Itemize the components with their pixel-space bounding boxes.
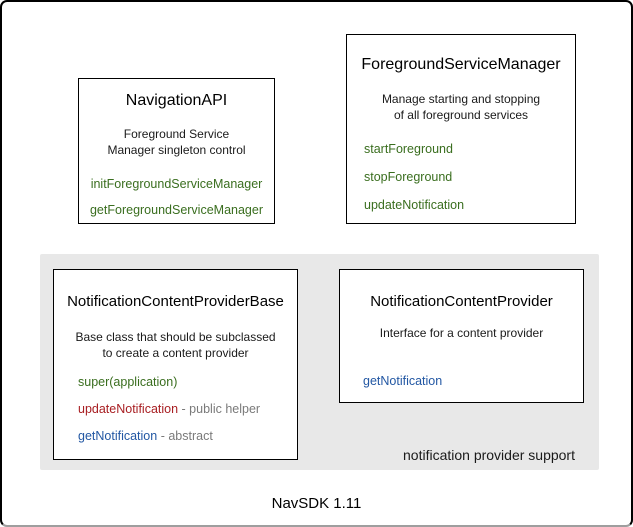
class-description: Base class that should be subclassed to …	[54, 329, 297, 361]
class-title-navigation-api: NavigationAPI	[125, 92, 228, 109]
method-annotation: - abstract	[157, 429, 213, 443]
method-list: initForegroundServiceManager getForegrou…	[79, 177, 274, 217]
method-stopForeground: stopForeground	[364, 170, 453, 184]
method-name: updateNotification	[78, 402, 179, 416]
class-box-foreground-service-manager: ForegroundServiceManager Manage starting…	[346, 34, 576, 224]
method-super-application: super(application)	[78, 375, 297, 389]
description-line: Base class that should be subclassed	[75, 330, 276, 344]
method-updateNotification: updateNotification - public helper	[78, 402, 297, 416]
class-box-notification-content-provider-base: NotificationContentProviderBase Base cla…	[53, 269, 298, 460]
class-description: Foreground Service Manager singleton con…	[79, 126, 274, 158]
method-getNotification: getNotification - abstract	[78, 429, 297, 443]
class-description: Manage starting and stopping of all fore…	[347, 91, 575, 123]
notification-provider-support-region: NotificationContentProviderBase Base cla…	[40, 254, 599, 470]
method-initForegroundServiceManager: initForegroundServiceManager	[90, 177, 263, 191]
class-description: Interface for a content provider	[340, 325, 583, 341]
method-getNotification: getNotification	[363, 374, 443, 388]
description-line: Manager singleton control	[107, 143, 246, 157]
method-list: startForeground stopForeground updateNot…	[347, 142, 575, 212]
method-getForegroundServiceManager: getForegroundServiceManager	[89, 203, 264, 217]
description-line: to create a content provider	[102, 346, 249, 360]
method-updateNotification: updateNotification	[364, 198, 465, 212]
class-box-navigation-api: NavigationAPI Foreground Service Manager…	[78, 78, 275, 224]
method-list: getNotification	[340, 374, 583, 388]
description-line: Foreground Service	[123, 127, 230, 141]
class-title-notification-content-provider-base: NotificationContentProviderBase	[67, 293, 284, 310]
class-title-foreground-service-manager: ForegroundServiceManager	[361, 56, 561, 73]
description-line: Interface for a content provider	[379, 326, 544, 340]
method-list: super(application) updateNotification - …	[54, 375, 297, 443]
method-name: getNotification	[78, 429, 158, 443]
method-name: super(application)	[78, 375, 178, 389]
class-title-notification-content-provider: NotificationContentProvider	[370, 293, 553, 310]
method-annotation: - public helper	[178, 402, 261, 416]
method-startForeground: startForeground	[364, 142, 453, 156]
class-box-notification-content-provider: NotificationContentProvider Interface fo…	[339, 269, 584, 403]
description-line: of all foreground services	[393, 108, 529, 122]
description-line: Manage starting and stopping	[381, 92, 541, 106]
sdk-version-caption: NavSDK 1.11	[271, 495, 362, 512]
region-label: notification provider support	[403, 447, 575, 463]
